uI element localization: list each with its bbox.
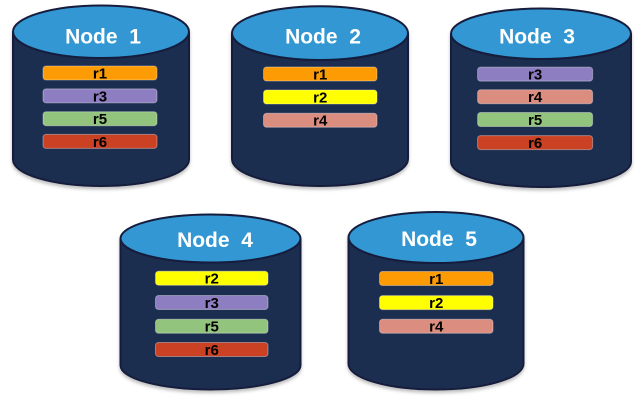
svg-text:r2: r2: [429, 295, 443, 312]
svg-text:r5: r5: [93, 111, 107, 128]
svg-text:r6: r6: [528, 135, 542, 152]
svg-text:r1: r1: [429, 271, 443, 288]
svg-text:r6: r6: [205, 342, 219, 359]
svg-text:Node 3: Node 3: [499, 26, 575, 49]
svg-text:r3: r3: [93, 88, 107, 105]
svg-text:Node 1: Node 1: [65, 26, 141, 49]
svg-text:r2: r2: [313, 89, 327, 106]
svg-text:r6: r6: [93, 134, 107, 151]
svg-text:r4: r4: [429, 319, 444, 336]
svg-text:Node 5: Node 5: [401, 228, 477, 251]
svg-text:r4: r4: [313, 113, 328, 130]
svg-text:r5: r5: [205, 319, 219, 336]
svg-text:r2: r2: [205, 271, 219, 288]
svg-text:r4: r4: [528, 89, 543, 106]
svg-text:r1: r1: [313, 66, 327, 83]
svg-text:Node 4: Node 4: [177, 229, 253, 252]
svg-text:r1: r1: [93, 65, 107, 82]
svg-text:r5: r5: [528, 112, 542, 129]
svg-text:r3: r3: [528, 67, 542, 84]
svg-text:Node 2: Node 2: [285, 26, 361, 49]
svg-text:r3: r3: [205, 295, 219, 312]
